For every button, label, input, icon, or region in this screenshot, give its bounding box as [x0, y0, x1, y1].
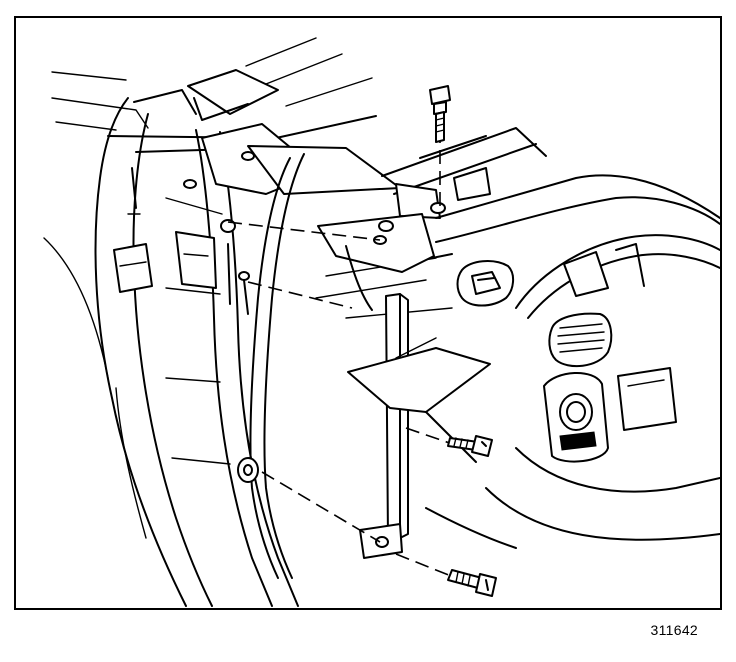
instrument-panel — [315, 127, 720, 319]
center-air-vent — [548, 312, 613, 368]
wiring-harness — [249, 153, 305, 579]
climate-control-knob — [543, 371, 609, 463]
radio-opening — [617, 367, 677, 431]
bottom-bolt — [447, 569, 497, 597]
mounting-plate — [317, 202, 446, 311]
vertical-support-bracket — [347, 293, 491, 559]
vertical-bolt — [429, 85, 451, 143]
body-side-panel — [165, 129, 299, 607]
a-pillar — [43, 97, 213, 607]
vent-knob — [456, 260, 514, 307]
pillar-mount-hole — [237, 457, 259, 483]
upper-dash-contour — [425, 234, 720, 549]
figure-number: 311642 — [650, 622, 698, 638]
cowl-panel — [51, 37, 377, 153]
middle-bolt — [447, 435, 493, 457]
illustration-frame — [14, 16, 722, 610]
bracket-installation-illustration — [43, 37, 720, 607]
